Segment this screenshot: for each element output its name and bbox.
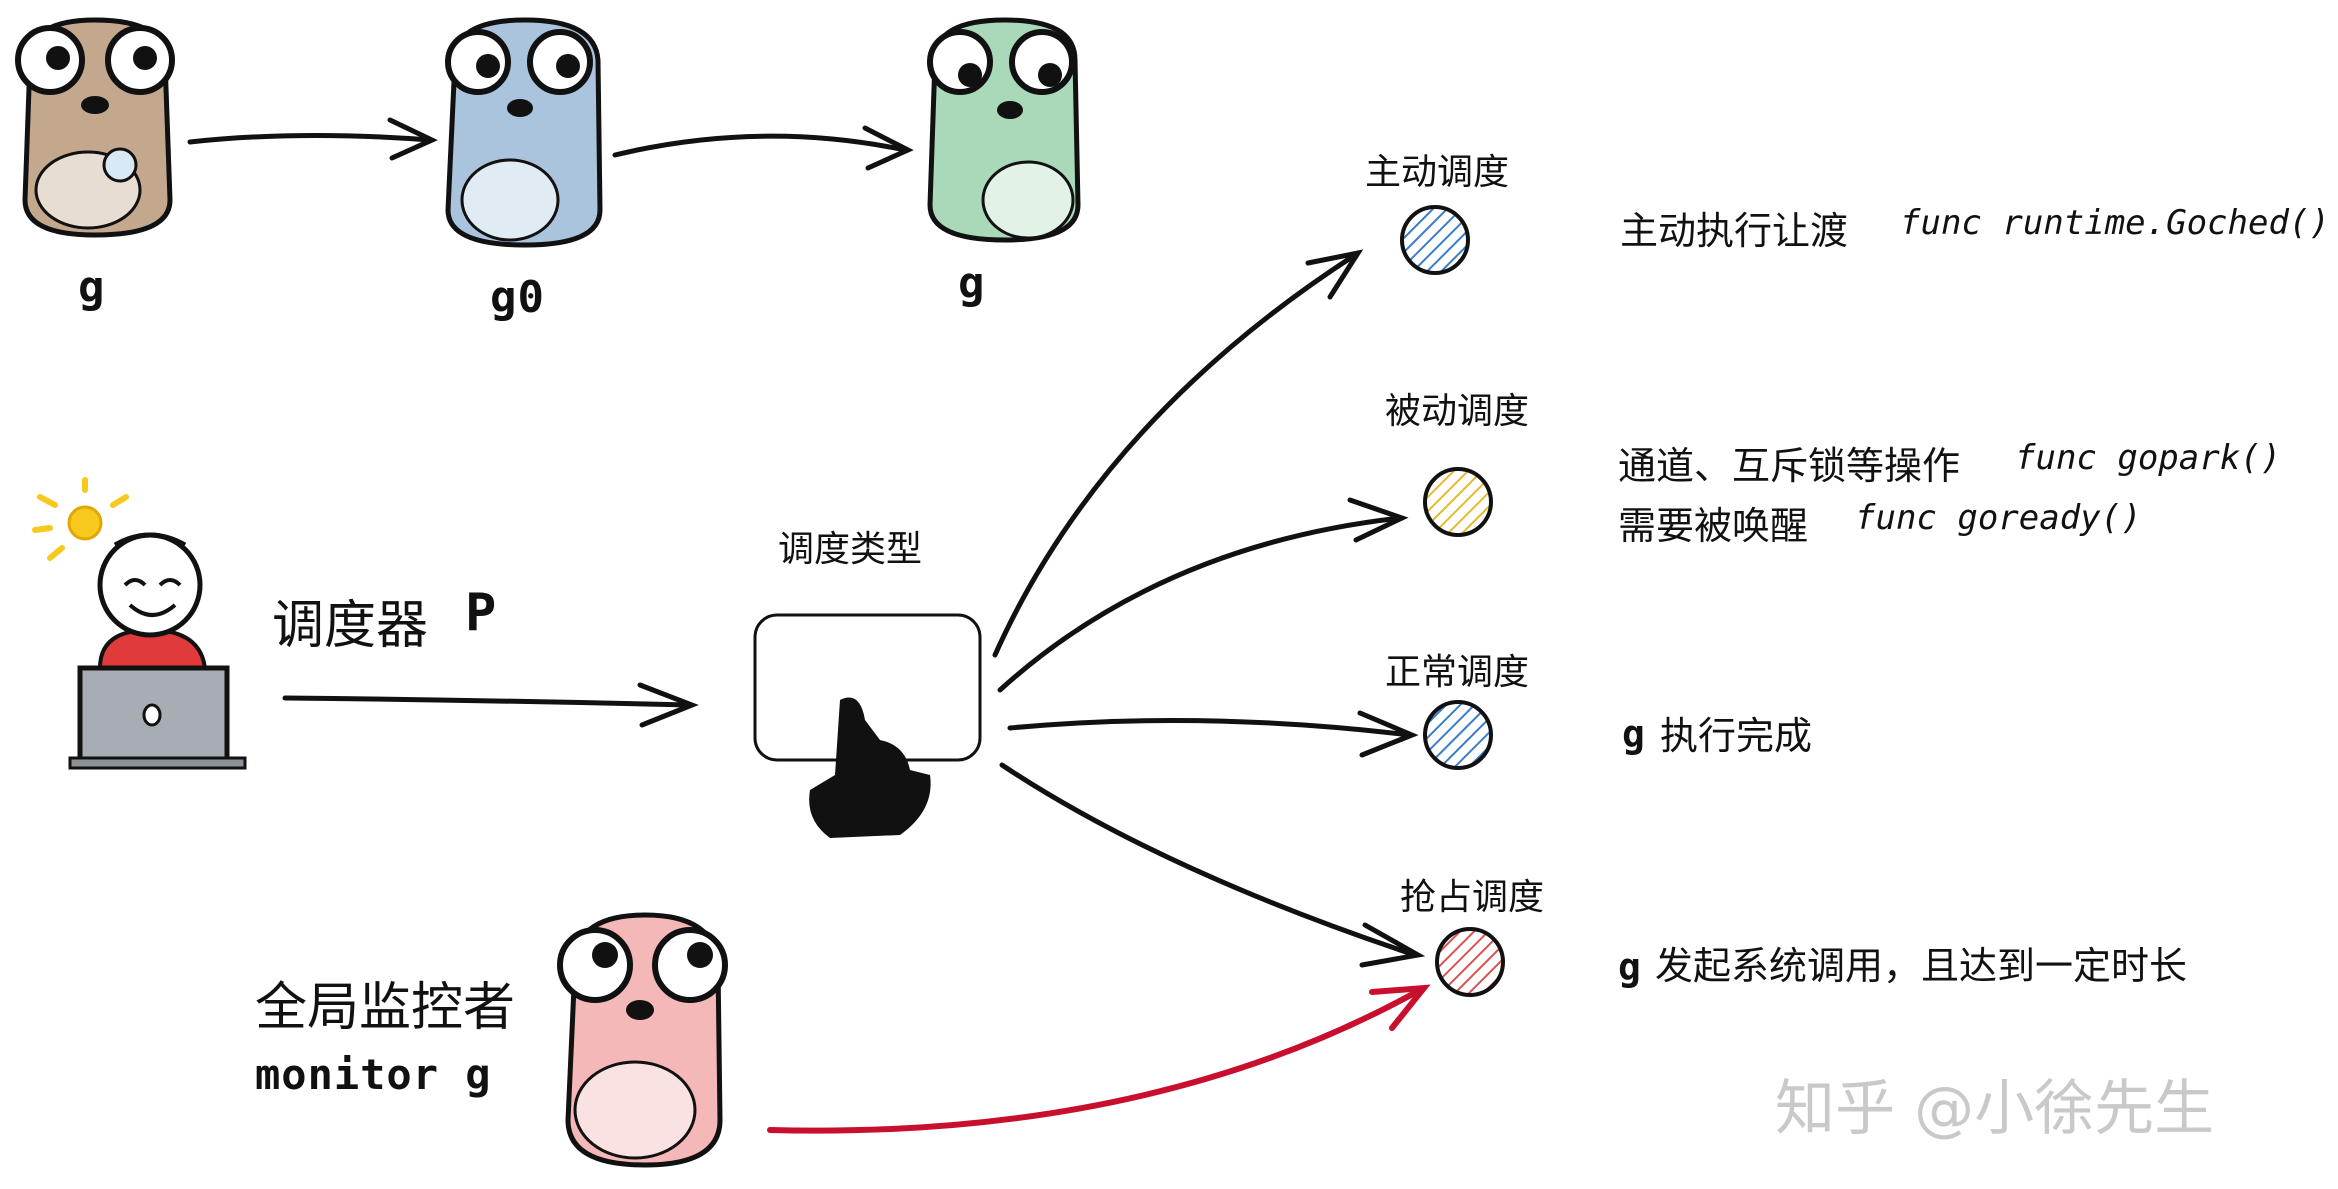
gopher-g-next-label: g	[958, 258, 986, 309]
gopher-brown-icon	[15, 17, 175, 238]
passive-schedule-desc: 通道、互斥锁等操作	[1618, 444, 1961, 488]
passive-schedule-marker	[1423, 467, 1493, 537]
active-schedule-marker	[1400, 205, 1470, 275]
preempt-schedule-title: 抢占调度	[1400, 877, 1545, 918]
arrow-to-preempt	[999, 762, 1426, 968]
monitor-label-en: monitor g	[255, 1050, 492, 1099]
preempt-schedule-prefix: g	[1618, 945, 1642, 989]
preempt-schedule-marker	[1435, 927, 1505, 997]
gopher-pink-icon	[557, 912, 728, 1168]
gopher-blue-icon	[445, 17, 603, 248]
normal-schedule-prefix: g	[1622, 712, 1646, 756]
passive-schedule-code: func gopark()	[2015, 438, 2282, 478]
arrow-to-normal	[1007, 710, 1419, 758]
preempt-schedule-desc: 发起系统调用，且达到一定时长	[1655, 944, 2188, 988]
normal-schedule-title: 正常调度	[1385, 652, 1530, 693]
scheduler-person-icon	[32, 477, 247, 770]
arrow-to-active	[992, 249, 1364, 658]
schedule-types-label: 调度类型	[778, 529, 923, 570]
normal-schedule-marker	[1423, 700, 1493, 770]
active-schedule-desc: 主动执行让渡	[1620, 209, 1849, 253]
active-schedule-title: 主动调度	[1365, 152, 1510, 193]
arrow-scheduler-to-types	[282, 682, 699, 728]
gopher-green-icon	[927, 17, 1081, 243]
arrow-monitor-to-preempt	[767, 984, 1431, 1134]
arrow-to-passive	[997, 497, 1409, 693]
gopher-g-label: g	[78, 262, 106, 313]
arrow-g0-to-g	[612, 125, 914, 171]
gopher-g0-label: g0	[490, 272, 545, 323]
arrow-g-to-g0	[187, 117, 438, 161]
normal-schedule-desc: 执行完成	[1660, 714, 1813, 758]
monitor-label-cn: 全局监控者	[255, 978, 516, 1038]
schedule-types-box	[753, 613, 982, 838]
scheduler-p-label: P	[465, 583, 498, 643]
scheduler-label: 调度器	[272, 596, 429, 656]
passive-schedule-code2: func goready()	[1855, 498, 2142, 538]
passive-schedule-title: 被动调度	[1385, 391, 1530, 432]
active-schedule-code: func runtime.Goched()	[1900, 203, 2330, 243]
passive-schedule-desc2: 需要被唤醒	[1618, 504, 1809, 548]
watermark: 知乎 @小徐先生	[1775, 1074, 2215, 1144]
